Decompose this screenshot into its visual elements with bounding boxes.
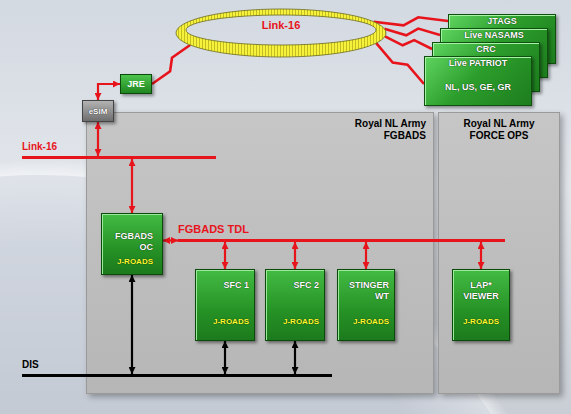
system-name: CRC — [436, 44, 536, 55]
panel-title: Royal NL Army FORCE OPS — [454, 118, 544, 142]
datalink-name: Link-16 — [175, 8, 387, 32]
software-name: J-ROADS — [271, 317, 319, 327]
datalink-bus: FGBADS TDL — [178, 239, 505, 242]
radio-link — [384, 29, 440, 36]
link-arrow — [131, 159, 133, 213]
radio-link — [376, 43, 424, 84]
link-arrow — [294, 242, 296, 269]
link-arrow — [224, 341, 226, 374]
link-arrow — [480, 242, 482, 269]
process-box: SFC 1 J-ROADS — [195, 269, 255, 341]
link-arrow — [98, 84, 120, 100]
system-name: Live NASAMS — [444, 30, 544, 41]
link-arrow — [97, 122, 99, 156]
network-bus: DIS — [22, 374, 332, 377]
radio-link — [374, 17, 448, 25]
process-box: FGBADS OC J-ROADS — [101, 213, 163, 275]
bus-name: Link-16 — [22, 141, 216, 153]
radio-link — [152, 45, 190, 84]
link-arrow — [224, 242, 226, 269]
box-name: SFC 1 — [201, 280, 249, 291]
box-name: LAP* VIEWER — [458, 280, 504, 302]
box-name: FGBADS OC — [111, 231, 153, 253]
software-name: J-ROADS — [111, 257, 153, 267]
gateway-box: JRE — [120, 74, 152, 94]
system-name: Live PATRIOT — [428, 58, 528, 69]
simulator-box: eSIM — [82, 100, 114, 122]
link-arrow — [131, 275, 133, 374]
panel-title: Royal NL Army FGBADS — [336, 118, 426, 142]
ring-band — [175, 8, 387, 58]
link-arrow — [294, 341, 296, 374]
software-name: J-ROADS — [458, 317, 504, 327]
software-name: J-ROADS — [343, 317, 389, 327]
radio-link — [385, 36, 432, 49]
datalink-bus: Link-16 — [22, 156, 216, 159]
process-box: STINGER WT J-ROADS — [337, 269, 395, 341]
bus-name: DIS — [22, 359, 332, 371]
unit-panel: Royal NL Army FORCE OPS LAP* VIEWER J-ROAD… — [438, 112, 560, 394]
box-name: eSIM — [89, 107, 108, 116]
software-name: J-ROADS — [201, 317, 249, 327]
link-arrow — [163, 239, 178, 241]
datalink-ring: Link-16 — [175, 8, 387, 58]
box-name: JRE — [127, 79, 145, 89]
nation-list: NL, US, GE, GR — [428, 82, 528, 93]
process-box: LAP* VIEWER J-ROADS — [452, 269, 510, 341]
process-box: SFC 2 J-ROADS — [265, 269, 325, 341]
box-name: SFC 2 — [271, 280, 319, 291]
system-name: JTAGS — [452, 16, 552, 27]
link-arrow — [365, 242, 367, 269]
bus-name: FGBADS TDL — [178, 223, 505, 235]
unit-panel: Royal NL Army FGBADSFGBADS OCJ-ROADSSFC … — [86, 112, 434, 394]
box-name: STINGER WT — [343, 280, 389, 302]
live-system-card: Live PATRIOT NL, US, GE, GR — [424, 56, 532, 106]
